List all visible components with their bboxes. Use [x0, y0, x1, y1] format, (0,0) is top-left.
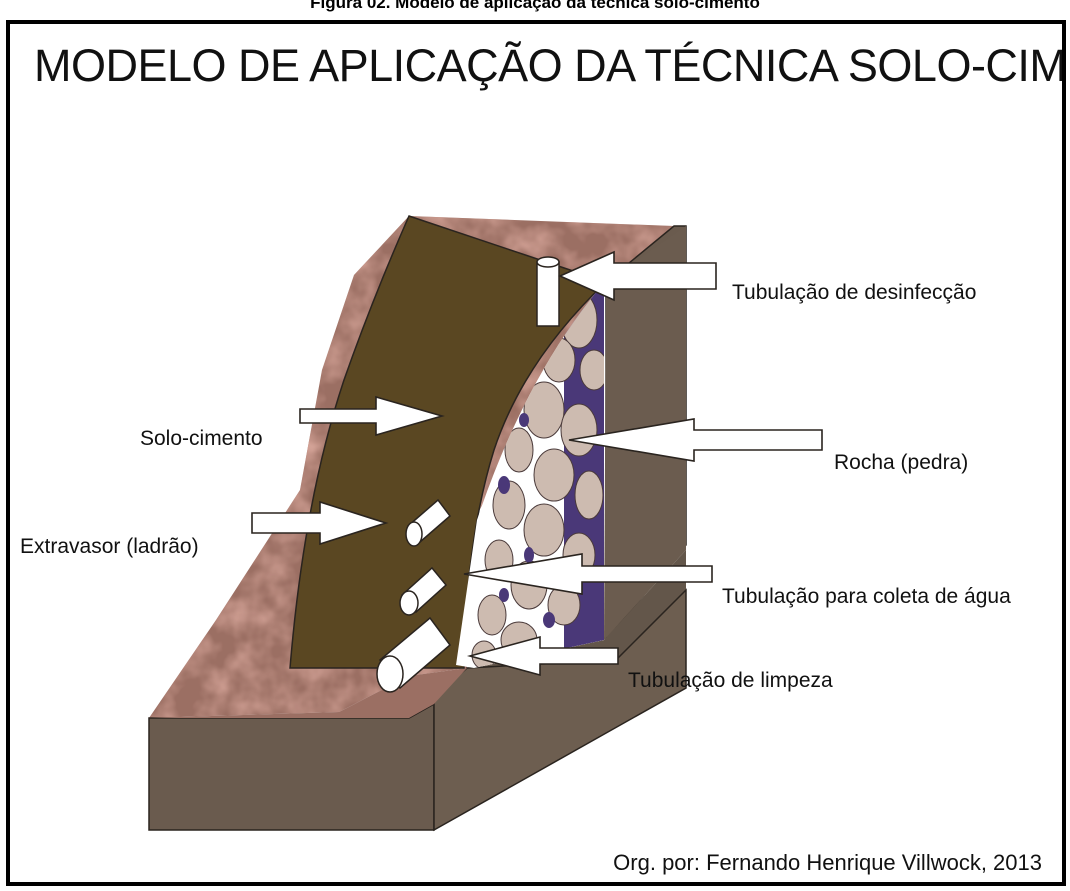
- label-overflow: Extravasor (ladrão): [20, 535, 199, 558]
- arrow-disinfection: [558, 250, 717, 302]
- label-rock: Rocha (pedra): [834, 451, 969, 474]
- label-disinfection-pipe: Tubulação de desinfecção: [732, 281, 977, 304]
- label-soil-cement: Solo-cimento: [140, 427, 263, 450]
- cistern-illustration: [148, 215, 823, 832]
- author-credit: Org. por: Fernando Henrique Villwock, 20…: [613, 850, 1042, 875]
- arrow-overflow: [251, 500, 389, 546]
- soil-cement-wall: [289, 215, 608, 669]
- overflow-pipe: [405, 498, 452, 547]
- collection-pipe: [399, 566, 448, 616]
- arrow-rock: [568, 418, 823, 462]
- arrow-cleaning: [466, 635, 619, 677]
- earth-front-face: [148, 702, 435, 831]
- soil-front-strip: [149, 668, 467, 718]
- earth-right-front-face: [408, 588, 687, 832]
- cleaning-pipe: [376, 616, 452, 693]
- earth-bottom-right: [474, 550, 686, 668]
- label-cleaning-pipe: Tubulação de limpeza: [628, 669, 833, 692]
- arrow-collection: [463, 553, 713, 595]
- diagram-title: MODELO DE APLICAÇÃO DA TÉCNICA SOLO-CIME…: [34, 40, 1066, 91]
- label-water-collection-pipe: Tubulação para coleta de água: [722, 585, 1011, 608]
- disinfection-pipe: [536, 256, 560, 327]
- diagram-frame: MODELO DE APLICAÇÃO DA TÉCNICA SOLO-CIME…: [6, 20, 1066, 886]
- figure-caption: Figura 02. Modelo de aplicação da técnic…: [310, 0, 760, 12]
- arrow-soil-cement: [299, 395, 445, 437]
